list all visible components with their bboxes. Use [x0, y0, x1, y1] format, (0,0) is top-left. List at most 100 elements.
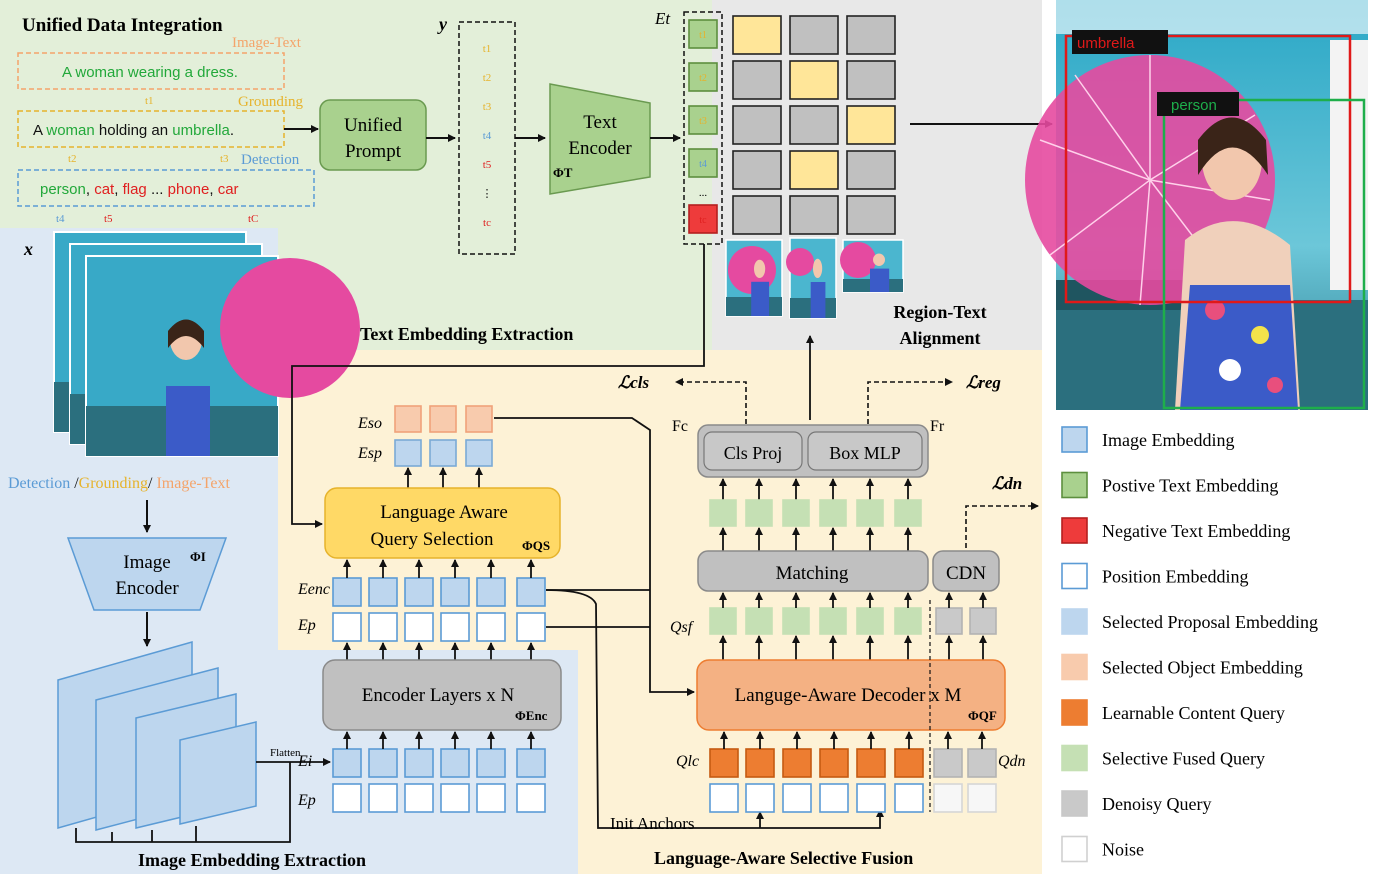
output-image: umbrella person [1025, 0, 1368, 410]
et-column [683, 11, 723, 245]
image-feature-embedding [440, 748, 470, 778]
learnable-content-query [745, 748, 775, 778]
denoise-query-output [935, 607, 963, 635]
et-token-label: t4 [699, 159, 707, 170]
legend-label-denoise: Denoisy Query [1102, 794, 1211, 814]
image-feature-embedding [368, 748, 398, 778]
fused-query-output [709, 499, 737, 527]
legend-swatch-noise [1061, 835, 1088, 863]
fused-query [819, 607, 847, 635]
alignment-cell [732, 60, 782, 100]
legend-swatch-object [1061, 653, 1088, 681]
query-selection-line1: Language Aware [380, 502, 508, 523]
region-thumbnails [725, 237, 904, 319]
person-box-label: person [1171, 97, 1217, 114]
cls-proj-box [703, 431, 803, 471]
selected-proposal-embedding [465, 439, 493, 467]
denoise-query [933, 748, 963, 778]
input-position-embedding [404, 783, 434, 813]
ep-label: Ep [297, 617, 316, 634]
legend-swatch-positive [1061, 471, 1088, 499]
query-selection-arrows [404, 467, 483, 488]
input-position-embedding [476, 783, 506, 813]
region-text-alignment-title-line2: Alignment [900, 328, 981, 348]
decoder-label: Languge-Aware Decoder x M [735, 685, 962, 706]
qdn-label: Qdn [998, 753, 1026, 770]
fused-query-output [894, 499, 922, 527]
learnable-content-query [709, 748, 739, 778]
fused-query-output [745, 499, 773, 527]
learnable-content-query [819, 748, 849, 778]
et-negative-token [688, 204, 718, 234]
encoder-output-embedding [476, 577, 506, 607]
y-token: t2 [483, 72, 492, 84]
legend-swatch-proposal [1061, 608, 1088, 635]
loss-dn-label: ℒdn [992, 474, 1022, 493]
matching-box [697, 550, 929, 592]
token-t5-label: t5 [104, 213, 113, 225]
et-positive-token [688, 62, 718, 92]
et-label: Et [654, 9, 671, 28]
selected-object-embedding [429, 405, 457, 433]
cdn-box [932, 550, 1000, 592]
decoder-query-rows [709, 731, 997, 813]
alignment-cell [789, 60, 839, 100]
region-text-alignment-title-line1: Region-Text [893, 302, 986, 322]
legend-swatch-fused [1061, 744, 1088, 772]
selected-object-embedding [394, 405, 422, 433]
input-position-embedding [516, 783, 546, 813]
text-to-query-selection-connector [291, 244, 705, 528]
legend-label-learnable: Learnable Content Query [1102, 703, 1285, 723]
cdn-label: CDN [946, 563, 986, 584]
region-thumbnail-person [786, 237, 837, 319]
text-encoder-line2: Encoder [568, 138, 632, 159]
et-positive-token [688, 105, 718, 135]
image-feature-embedding [404, 748, 434, 778]
input-image-stack [53, 231, 360, 457]
encoder-layers-box [322, 659, 562, 731]
fused-query-output [819, 499, 847, 527]
encoder-position-embedding [332, 612, 362, 642]
fused-query [782, 607, 810, 635]
y-token: t3 [483, 101, 492, 113]
tag-grounding: Grounding [238, 94, 303, 110]
image-encoder-line2: Encoder [115, 578, 179, 599]
encoder-position-embedding [404, 612, 434, 642]
learnable-content-query [894, 748, 924, 778]
et-token-label: t2 [699, 73, 707, 84]
phi-t-label: ΦT [553, 165, 573, 180]
loss-cls-label: ℒcls [618, 373, 650, 392]
fused-query-output [856, 499, 884, 527]
unified-prompt-line1: Unified [344, 115, 403, 136]
query-position-embedding [819, 783, 849, 813]
loss-reg-label: ℒreg [966, 373, 1001, 392]
y-label: y [437, 14, 448, 34]
fc-label: Fc [672, 418, 688, 435]
box-mlp-label: Box MLP [829, 443, 901, 463]
decoder-box [696, 659, 1006, 731]
y-token: tc [483, 217, 491, 229]
et-ellipsis: ... [699, 187, 708, 199]
legend-swatch-negative [1061, 517, 1088, 544]
caption-box-image-text [17, 52, 285, 90]
unified-prompt-box [319, 99, 427, 171]
alignment-cell [789, 195, 839, 235]
caption-grounding: A woman holding an umbrella. [33, 122, 234, 139]
cls-proj-label: Cls Proj [724, 443, 783, 463]
caption-image-text: A woman wearing a dress. [62, 64, 238, 81]
encoder-position-embedding [476, 612, 506, 642]
matching-label: Matching [776, 563, 849, 584]
alignment-cell [732, 150, 782, 190]
feature-map-4 [179, 721, 257, 825]
alignment-cell [789, 150, 839, 190]
alignment-cell [846, 150, 896, 190]
noise-embedding [967, 783, 997, 813]
fused-query [856, 607, 884, 635]
alignment-cell [732, 15, 782, 55]
encoder-output-embedding [516, 577, 546, 607]
token-t2-label: t2 [68, 153, 77, 165]
image-feature-embedding [476, 748, 506, 778]
tag-detection: Detection [241, 152, 300, 168]
text-encoder [549, 83, 651, 195]
